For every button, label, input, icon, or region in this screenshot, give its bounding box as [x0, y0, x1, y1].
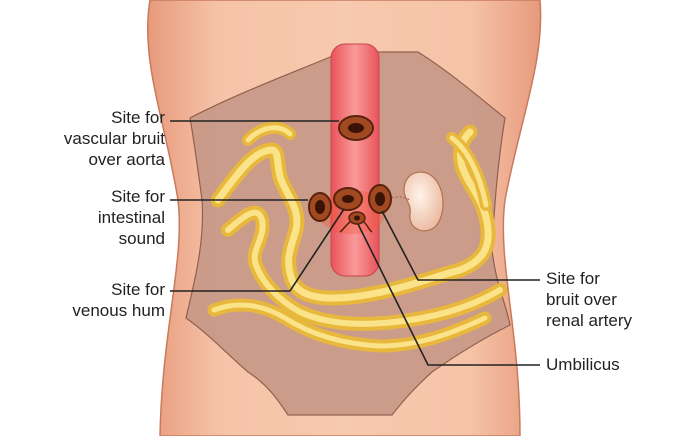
site-renal — [369, 185, 391, 213]
label-intestinal-sound: Site for intestinal sound — [50, 186, 165, 249]
label-vascular-bruit-line1: Site for — [50, 107, 165, 128]
aorta — [331, 44, 379, 276]
label-renal-bruit-line2: bruit over — [546, 289, 632, 310]
label-umbilicus: Umbilicus — [546, 354, 620, 375]
label-venous-hum-line1: Site for — [50, 279, 165, 300]
label-vascular-bruit: Site for vascular bruit over aorta — [50, 107, 165, 170]
label-intestinal-sound-line3: sound — [50, 228, 165, 249]
label-vascular-bruit-line3: over aorta — [50, 149, 165, 170]
label-intestinal-sound-line2: intestinal — [50, 207, 165, 228]
site-intestinal — [309, 193, 331, 221]
label-renal-bruit: Site for bruit over renal artery — [546, 268, 632, 331]
site-venous — [334, 188, 362, 210]
label-vascular-bruit-line2: vascular bruit — [50, 128, 165, 149]
label-renal-bruit-line1: Site for — [546, 268, 632, 289]
label-venous-hum: Site for venous hum — [50, 279, 165, 321]
label-venous-hum-line2: venous hum — [50, 300, 165, 321]
label-intestinal-sound-line1: Site for — [50, 186, 165, 207]
site-aorta — [339, 116, 373, 140]
label-renal-bruit-line3: renal artery — [546, 310, 632, 331]
label-umbilicus-line1: Umbilicus — [546, 354, 620, 375]
